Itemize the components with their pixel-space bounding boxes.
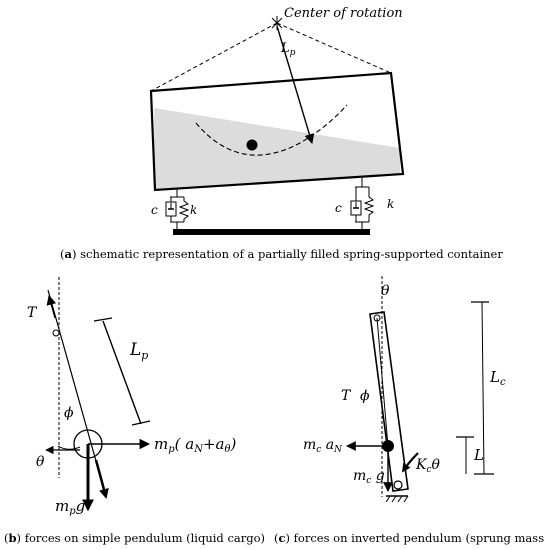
- weight-label-b: mpg: [55, 497, 85, 517]
- pendulum-arc: [195, 104, 348, 156]
- damper-label-left: c: [151, 203, 158, 217]
- caption-a-text: schematic representation of a partially …: [76, 247, 503, 261]
- damper-label-right: c: [335, 201, 342, 215]
- sprung-mass-bar: [369, 311, 409, 492]
- caption-b-tag: b: [8, 531, 17, 545]
- lp-dimension-line: [102, 320, 142, 425]
- bottom-hinge-c: [393, 480, 403, 490]
- tension-label-c: T: [341, 388, 352, 404]
- rod-tension-arrow: [94, 459, 109, 499]
- caption-a: (a) schematic representation of a partia…: [60, 247, 503, 261]
- panel-c-inverted-pendulum: θ T ϕ Lc L: [303, 276, 506, 503]
- panel-a-container-schematic: Center of rotation Lp c k: [149, 6, 405, 235]
- caption-c-tag: c: [278, 531, 286, 545]
- inertial-force-label-b: mp( aN+aθ): [154, 435, 237, 455]
- pendulum-rod: [47, 289, 97, 462]
- caption-c: (c) forces on inverted pendulum (sprung …: [274, 531, 544, 545]
- tension-label-b: T: [27, 305, 38, 321]
- moment-label-c: Kcθ: [415, 457, 441, 475]
- lc-label: Lc: [489, 368, 506, 388]
- lp-arrow: [276, 25, 315, 144]
- l-label: L: [473, 446, 484, 464]
- moment-arrow-c: [402, 452, 419, 473]
- spring-label-right: k: [387, 197, 394, 211]
- phi-label-b: ϕ: [64, 405, 74, 421]
- theta-arc-b: [57, 445, 81, 450]
- theta-label-b: θ: [36, 454, 45, 470]
- lc-dimension-line: [481, 301, 485, 475]
- caption-c-text: forces on inverted pendulum (sprung mass…: [290, 531, 544, 545]
- panel-b-simple-pendulum: T Lp ϕ θ mp( aN+aθ) mpg: [27, 277, 237, 517]
- lp-label: Lp: [280, 41, 296, 58]
- theta-top-label-c: θ: [381, 283, 390, 299]
- container-box: [149, 71, 405, 192]
- liquid-mass-center: [246, 139, 258, 151]
- spring-label-left: k: [190, 203, 197, 217]
- caption-a-tag: a: [64, 247, 72, 261]
- inertial-label-c: mc aN: [303, 437, 343, 455]
- projection-line-left: [150, 22, 278, 92]
- tension-line-c: [376, 317, 389, 447]
- center-of-rotation-label: Center of rotation: [284, 6, 403, 21]
- container-liquid: [154, 108, 400, 190]
- right-suspension: [350, 178, 375, 229]
- ground-bar: [173, 229, 370, 235]
- lp-label-b: Lp: [129, 340, 148, 362]
- phi-label-c: ϕ: [360, 388, 370, 404]
- weight-label-c: mc g: [353, 468, 385, 486]
- caption-b: (b) forces on simple pendulum (liquid ca…: [4, 531, 266, 545]
- pivot-b: [52, 329, 60, 337]
- tension-arrow-b: [46, 295, 57, 319]
- ground-support-c: [385, 495, 409, 503]
- caption-b-text: forces on simple pendulum (liquid cargo): [21, 531, 266, 545]
- left-suspension: [165, 189, 190, 229]
